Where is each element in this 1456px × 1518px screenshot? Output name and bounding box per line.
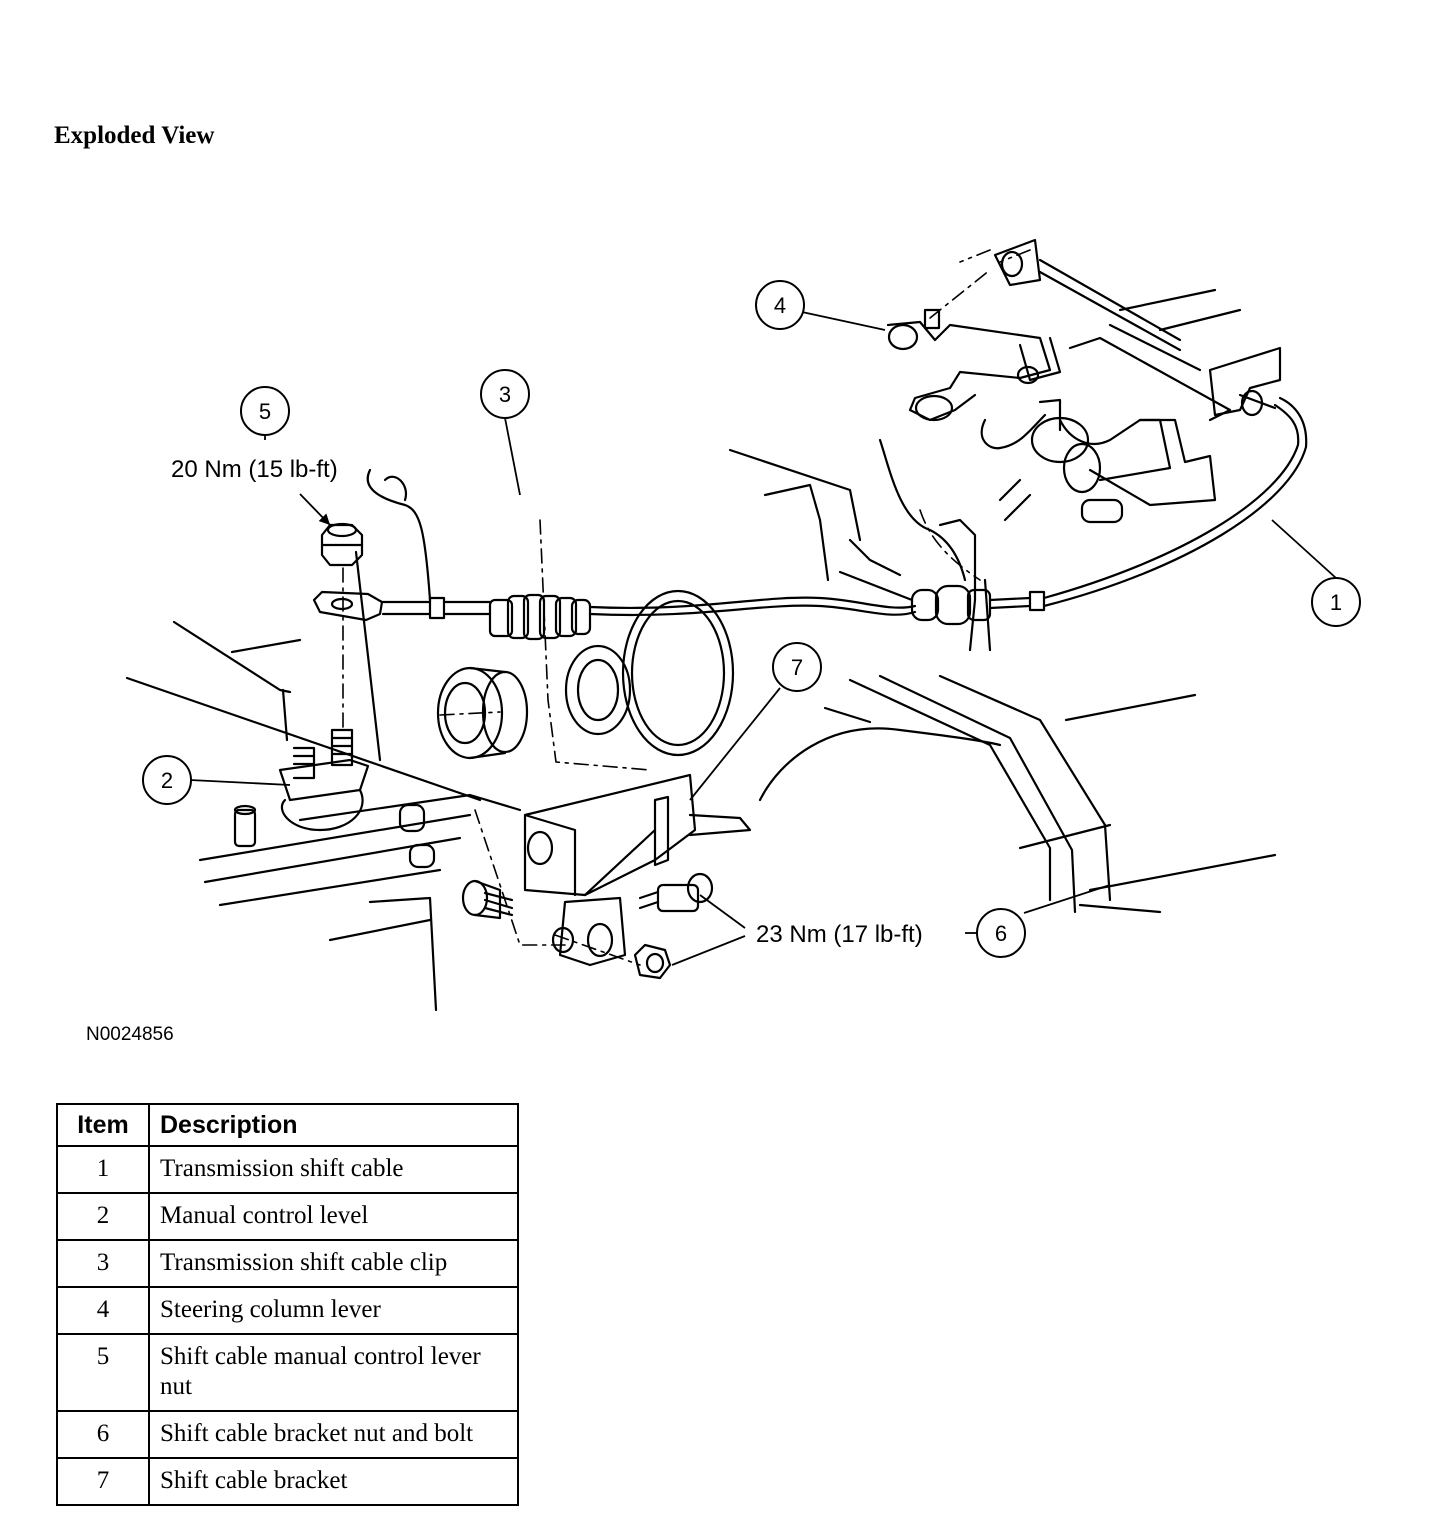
row-description: Transmission shift cable clip	[148, 1239, 519, 1288]
body-structure	[125, 448, 1277, 1012]
steering-column-lever	[878, 238, 1282, 652]
svg-text:7: 7	[791, 655, 803, 680]
table-row: 2 Manual control level	[56, 1192, 519, 1241]
row-item: 1	[56, 1145, 150, 1194]
torque-label-bracket: 23 Nm (17 lb-ft)	[756, 921, 923, 948]
row-description: Shift cable bracket nut and bolt	[148, 1410, 519, 1459]
row-item: 7	[56, 1457, 150, 1506]
seal-right	[564, 644, 632, 736]
callout-5: 5	[240, 386, 290, 436]
row-item: 6	[56, 1410, 150, 1459]
torque-label-nut: 20 Nm (15 lb-ft)	[171, 456, 338, 483]
svg-text:2: 2	[161, 768, 173, 793]
o-ring	[621, 589, 735, 757]
svg-text:5: 5	[259, 399, 271, 424]
callout-7: 7	[772, 642, 822, 692]
table-row: 1 Transmission shift cable	[56, 1145, 519, 1194]
row-description: Transmission shift cable	[148, 1145, 519, 1194]
header-description: Description	[148, 1103, 519, 1147]
seal-left	[436, 666, 529, 760]
bracket-bolt	[461, 872, 714, 920]
table-row: 7 Shift cable bracket	[56, 1457, 519, 1506]
shift-cable-bracket	[523, 773, 697, 967]
row-description: Shift cable bracket	[148, 1457, 519, 1506]
callout-4: 4	[755, 280, 805, 330]
row-description: Shift cable manual control lever nut	[148, 1333, 519, 1412]
bracket-nut	[551, 926, 672, 980]
row-item: 5	[56, 1333, 150, 1412]
manual-control-lever	[233, 728, 370, 848]
cable-end-eyelet	[312, 590, 384, 622]
row-description: Manual control level	[148, 1192, 519, 1241]
row-item: 2	[56, 1192, 150, 1241]
lever-nut	[320, 522, 364, 567]
table-row: 5 Shift cable manual control lever nut	[56, 1333, 519, 1412]
header-item: Item	[56, 1103, 150, 1147]
callout-2: 2	[142, 755, 192, 805]
callout-1: 1	[1311, 577, 1361, 627]
svg-text:6: 6	[995, 921, 1007, 946]
svg-text:4: 4	[774, 293, 786, 318]
svg-text:3: 3	[499, 382, 511, 407]
table-row: 3 Transmission shift cable clip	[56, 1239, 519, 1288]
callout-3: 3	[480, 369, 530, 419]
row-description: Steering column lever	[148, 1286, 519, 1335]
misc-studs	[398, 803, 436, 869]
table-row: 4 Steering column lever	[56, 1286, 519, 1335]
parts-legend-table: Item Description 1 Transmission shift ca…	[56, 1103, 519, 1506]
row-item: 3	[56, 1239, 150, 1288]
svg-text:1: 1	[1330, 590, 1342, 615]
explode-lines	[342, 249, 1031, 966]
exploded-view-diagram: 1 2 3 4 5 6 7 20 Nm (15 lb-ft) 23 Nm (17…	[125, 238, 1361, 1012]
callout-6: 6	[976, 908, 1026, 958]
shift-cable	[366, 393, 1308, 641]
leader-lines	[189, 311, 1337, 966]
diagram-heading: Exploded View	[54, 122, 215, 149]
row-item: 4	[56, 1286, 150, 1335]
table-row: 6 Shift cable bracket nut and bolt	[56, 1410, 519, 1459]
table-header-row: Item Description	[56, 1103, 519, 1147]
figure-code: N0024856	[86, 1024, 174, 1045]
